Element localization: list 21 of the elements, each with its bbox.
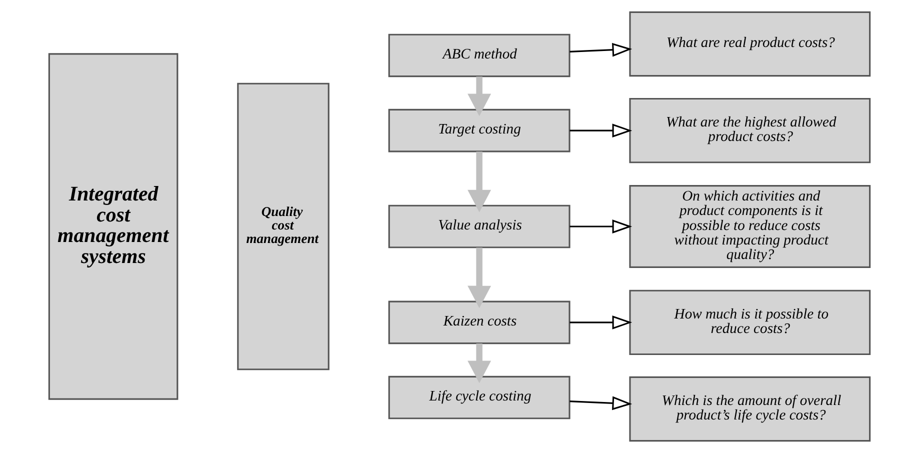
- node-box: How much is it possible to reduce costs?: [629, 290, 871, 356]
- node-box: What are the highest allowed product costs?: [629, 98, 871, 164]
- node-box: ABC method: [388, 34, 570, 78]
- arrow: [468, 248, 492, 308]
- arrow: [468, 152, 492, 212]
- node-box: Life cycle costing: [388, 376, 570, 420]
- node-box: What are real product costs?: [629, 11, 871, 77]
- arrow: [468, 344, 492, 384]
- arrow: [570, 396, 632, 410]
- node-box: Target costing: [388, 108, 570, 152]
- arrow: [570, 124, 632, 138]
- arrow: [570, 316, 632, 330]
- node-box: Integrated cost management systems: [48, 53, 178, 400]
- node-box: Value analysis: [388, 204, 570, 248]
- node-box: Kaizen costs: [388, 300, 570, 344]
- node-box: Which is the amount of overall product’s life cycle costs?: [629, 376, 871, 442]
- node-box: Quality cost management: [237, 82, 330, 370]
- node-box: On which activities and product components is it possible to reduce costs without impacting product quality?: [629, 185, 871, 268]
- arrow: [570, 220, 632, 234]
- arrow: [570, 42, 632, 57]
- arrow: [468, 76, 492, 116]
